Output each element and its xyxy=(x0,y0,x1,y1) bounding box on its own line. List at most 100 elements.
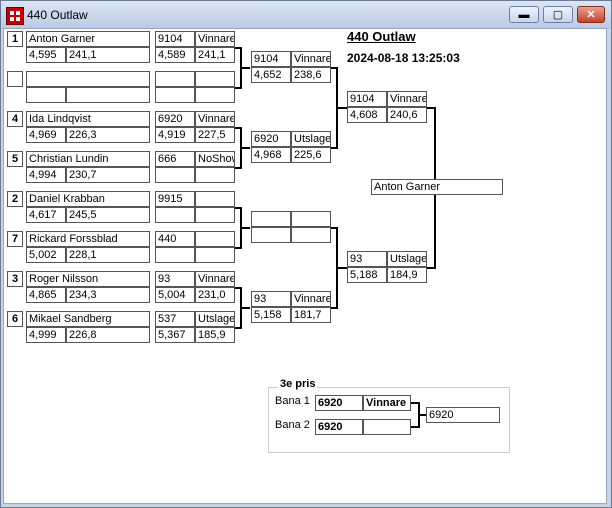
car-number[interactable]: 9915 xyxy=(155,191,195,207)
car-number[interactable]: 93 xyxy=(251,291,291,307)
maximize-button[interactable]: ▢ xyxy=(543,6,573,23)
driver-name[interactable]: Anton Garner xyxy=(26,31,150,47)
trap-speed[interactable] xyxy=(195,87,235,103)
trap-speed[interactable]: 226,8 xyxy=(66,327,150,343)
trap-speed[interactable] xyxy=(195,207,235,223)
elapsed-time[interactable]: 4,652 xyxy=(251,67,291,83)
elapsed-time[interactable] xyxy=(155,87,195,103)
elapsed-time[interactable]: 4,589 xyxy=(155,47,195,63)
elapsed-time[interactable]: 4,865 xyxy=(26,287,66,303)
elapsed-time[interactable]: 5,004 xyxy=(155,287,195,303)
race-result[interactable]: Vinnare xyxy=(363,395,411,411)
trap-speed[interactable]: 230,7 xyxy=(66,167,150,183)
car-number[interactable]: 537 xyxy=(155,311,195,327)
race-result[interactable]: Vinnare xyxy=(195,31,235,47)
trap-speed[interactable]: 184,9 xyxy=(387,267,427,283)
seed-number[interactable]: 1 xyxy=(7,31,23,47)
race-result[interactable]: Utslagen xyxy=(387,251,427,267)
seed-number[interactable] xyxy=(7,71,23,87)
race-result[interactable]: Vinnare xyxy=(387,91,427,107)
trap-speed[interactable] xyxy=(66,87,150,103)
driver-name[interactable]: Christian Lundin xyxy=(26,151,150,167)
car-number[interactable]: 93 xyxy=(155,271,195,287)
race-result[interactable] xyxy=(195,71,235,87)
car-number[interactable]: 6920 xyxy=(155,111,195,127)
driver-name[interactable]: Ida Lindqvist xyxy=(26,111,150,127)
driver-name[interactable]: Mikael Sandberg xyxy=(26,311,150,327)
trap-speed[interactable]: 181,7 xyxy=(291,307,331,323)
champion-name[interactable]: Anton Garner xyxy=(371,179,503,195)
elapsed-time[interactable] xyxy=(155,207,195,223)
elapsed-time[interactable] xyxy=(251,227,291,243)
elapsed-time[interactable] xyxy=(155,247,195,263)
trap-speed[interactable]: 245,5 xyxy=(66,207,150,223)
race-result[interactable]: Vinnare xyxy=(291,291,331,307)
car-number[interactable] xyxy=(155,71,195,87)
race-result[interactable]: Vinnare xyxy=(195,111,235,127)
driver-name[interactable]: Rickard Forssblad xyxy=(26,231,150,247)
trap-speed[interactable]: 227,5 xyxy=(195,127,235,143)
elapsed-time[interactable]: 5,188 xyxy=(347,267,387,283)
race-result[interactable]: Vinnare xyxy=(195,271,235,287)
seed-number[interactable]: 6 xyxy=(7,311,23,327)
elapsed-time[interactable]: 4,994 xyxy=(26,167,66,183)
elapsed-time[interactable]: 4,969 xyxy=(26,127,66,143)
car-number[interactable]: 6920 xyxy=(315,419,363,435)
trap-speed[interactable]: 240,6 xyxy=(387,107,427,123)
trap-speed[interactable]: 225,6 xyxy=(291,147,331,163)
race-result[interactable]: Utslagen xyxy=(195,311,235,327)
trap-speed[interactable]: 228,1 xyxy=(66,247,150,263)
car-number[interactable]: 93 xyxy=(347,251,387,267)
close-button[interactable]: ✕ xyxy=(577,6,605,23)
race-result[interactable] xyxy=(195,231,235,247)
elapsed-time[interactable]: 4,595 xyxy=(26,47,66,63)
trap-speed[interactable]: 226,3 xyxy=(66,127,150,143)
minimize-button[interactable]: ▬ xyxy=(509,6,539,23)
race-result[interactable] xyxy=(363,419,411,435)
elapsed-time[interactable]: 5,367 xyxy=(155,327,195,343)
bracket-line xyxy=(336,267,347,269)
car-number[interactable]: 440 xyxy=(155,231,195,247)
trap-speed[interactable]: 234,3 xyxy=(66,287,150,303)
car-number[interactable] xyxy=(251,211,291,227)
driver-name[interactable]: Roger Nilsson xyxy=(26,271,150,287)
elapsed-time[interactable] xyxy=(26,87,66,103)
race-result[interactable]: Utslagen xyxy=(291,131,331,147)
elapsed-time[interactable]: 4,999 xyxy=(26,327,66,343)
seed-number[interactable]: 7 xyxy=(7,231,23,247)
elapsed-time[interactable]: 5,158 xyxy=(251,307,291,323)
elapsed-time[interactable]: 5,002 xyxy=(26,247,66,263)
trap-speed[interactable]: 241,1 xyxy=(66,47,150,63)
elapsed-time[interactable]: 4,919 xyxy=(155,127,195,143)
trap-speed[interactable] xyxy=(195,247,235,263)
driver-name[interactable] xyxy=(26,71,150,87)
car-number[interactable]: 9104 xyxy=(251,51,291,67)
trap-speed[interactable]: 241,1 xyxy=(195,47,235,63)
race-result[interactable] xyxy=(195,191,235,207)
elapsed-time[interactable] xyxy=(155,167,195,183)
elapsed-time[interactable]: 4,968 xyxy=(251,147,291,163)
trap-speed[interactable]: 231,0 xyxy=(195,287,235,303)
elapsed-time[interactable]: 4,608 xyxy=(347,107,387,123)
car-number[interactable]: 9104 xyxy=(347,91,387,107)
trap-speed[interactable] xyxy=(291,227,331,243)
seed-number[interactable]: 5 xyxy=(7,151,23,167)
car-number[interactable]: 666 xyxy=(155,151,195,167)
car-number[interactable]: 6920 xyxy=(251,131,291,147)
seed-number[interactable]: 3 xyxy=(7,271,23,287)
trap-speed[interactable]: 238,6 xyxy=(291,67,331,83)
elapsed-time[interactable]: 4,617 xyxy=(26,207,66,223)
trap-speed[interactable] xyxy=(195,167,235,183)
car-number[interactable]: 6920 xyxy=(315,395,363,411)
race-result[interactable] xyxy=(291,211,331,227)
car-number[interactable]: 9104 xyxy=(155,31,195,47)
seed-number[interactable]: 2 xyxy=(7,191,23,207)
seed-number[interactable]: 4 xyxy=(7,111,23,127)
event-title: 440 Outlaw xyxy=(347,29,416,44)
race-result[interactable]: NoShow xyxy=(195,151,235,167)
trap-speed[interactable]: 185,9 xyxy=(195,327,235,343)
third-place-winner[interactable]: 6920 xyxy=(426,407,500,423)
race-result[interactable]: Vinnare xyxy=(291,51,331,67)
title-bar[interactable]: 440 Outlaw ▬ ▢ ✕ xyxy=(1,1,611,29)
driver-name[interactable]: Daniel Krabban xyxy=(26,191,150,207)
